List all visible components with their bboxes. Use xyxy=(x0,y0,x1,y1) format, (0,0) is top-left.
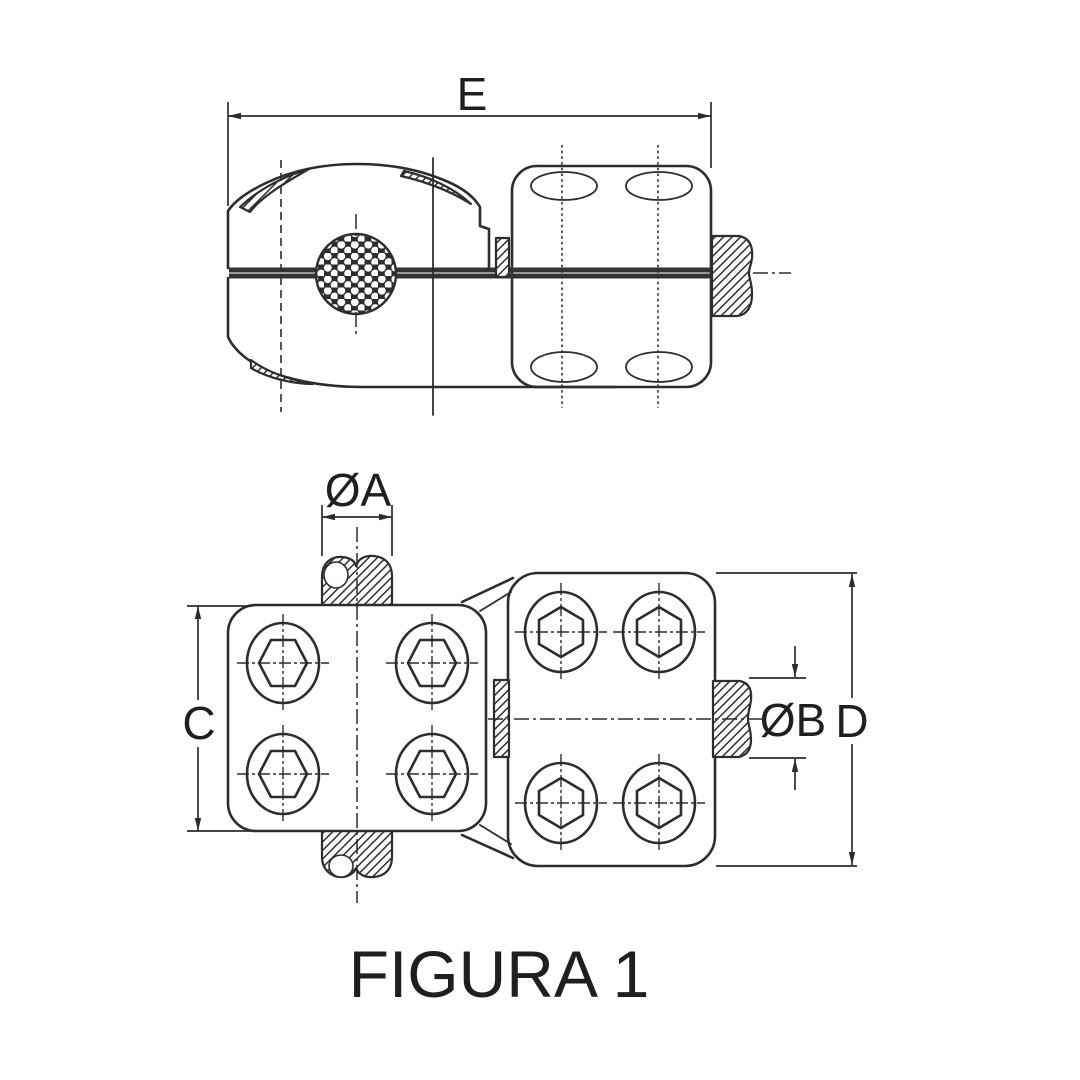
figure-caption: FIGURA 1 xyxy=(349,937,650,1011)
washer-section xyxy=(494,236,511,279)
dimension-label-C: C xyxy=(182,697,215,749)
stud-side-section xyxy=(710,234,754,318)
chamfer-hatch-upper-left xyxy=(238,167,311,214)
dimension-E: E xyxy=(227,68,712,206)
bolt-centerlines-top-view xyxy=(280,145,659,416)
left-clamp-body xyxy=(226,162,618,389)
conductor-cross-section xyxy=(314,214,398,334)
dimension-label-B: ØB xyxy=(760,694,826,746)
chamfer-hatch-upper-right xyxy=(399,169,473,206)
dimension-label-E: E xyxy=(457,68,488,120)
dimension-C: C xyxy=(179,605,252,832)
dimension-B: ØB xyxy=(749,646,826,790)
chamfer-hatch-lower-left xyxy=(249,358,315,386)
block-transition xyxy=(460,576,515,860)
dimension-label-D: D xyxy=(835,695,868,747)
clamp-parting-line xyxy=(229,267,712,279)
top-view-side-elevation: E xyxy=(226,68,791,416)
dimension-A: ØA xyxy=(321,464,393,556)
cover-slot-openings xyxy=(530,171,693,383)
dimension-label-A: ØA xyxy=(325,464,392,516)
bottom-view-plan: ØA C ØB D xyxy=(179,464,875,903)
dimension-D: D xyxy=(716,572,875,867)
